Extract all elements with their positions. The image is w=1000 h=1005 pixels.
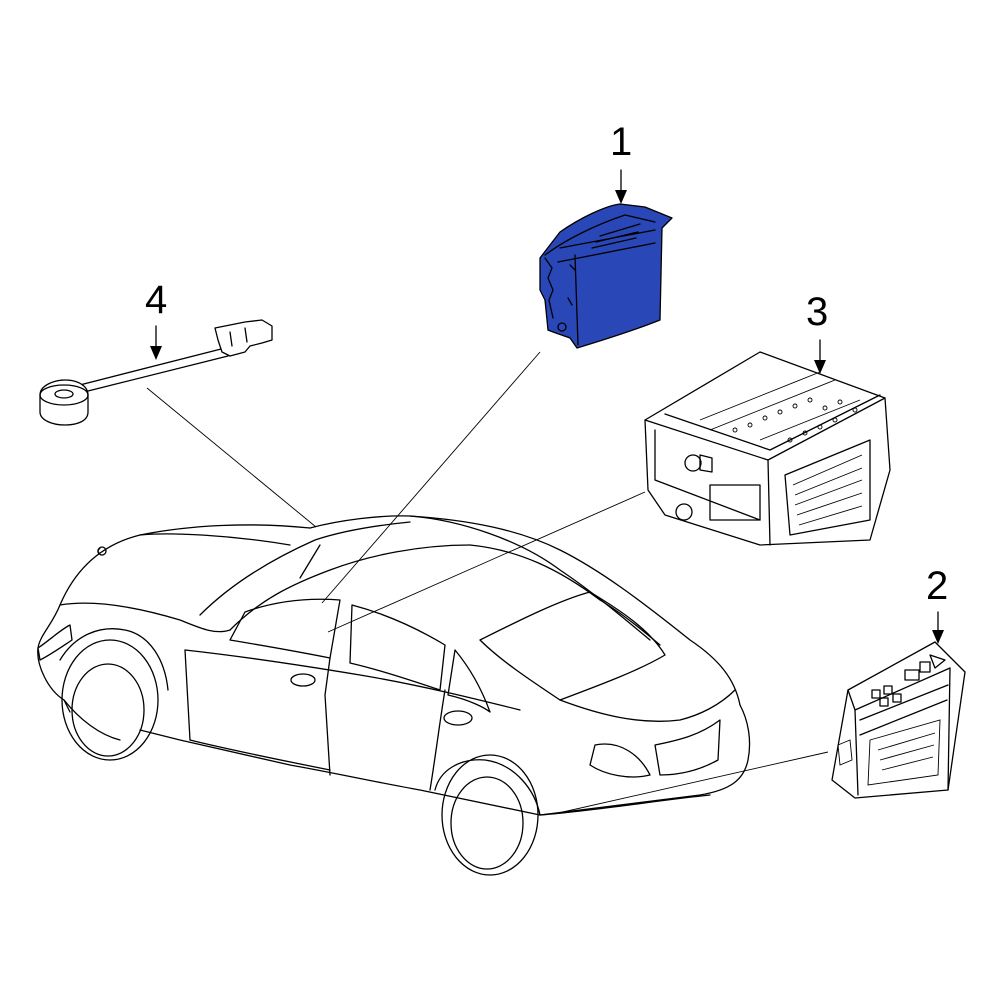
- callout-label-3: 3: [806, 290, 829, 334]
- leader-lines: [146, 351, 829, 815]
- callout-label-2: 2: [926, 564, 949, 608]
- vehicle-illustration: [37, 515, 751, 876]
- part-2-module[interactable]: [831, 641, 966, 799]
- part-4-sensor-harness[interactable]: [39, 319, 273, 426]
- callout-label-4: 4: [145, 278, 168, 322]
- callout-label-1: 1: [610, 120, 633, 164]
- arrow-2: [932, 611, 944, 644]
- arrow-1: [615, 169, 627, 204]
- part-3-radio-unit[interactable]: [644, 351, 891, 546]
- arrow-3: [814, 339, 826, 374]
- part-1-control-module[interactable]: [539, 203, 673, 349]
- arrow-4: [150, 325, 162, 360]
- callout-arrows: [150, 169, 944, 644]
